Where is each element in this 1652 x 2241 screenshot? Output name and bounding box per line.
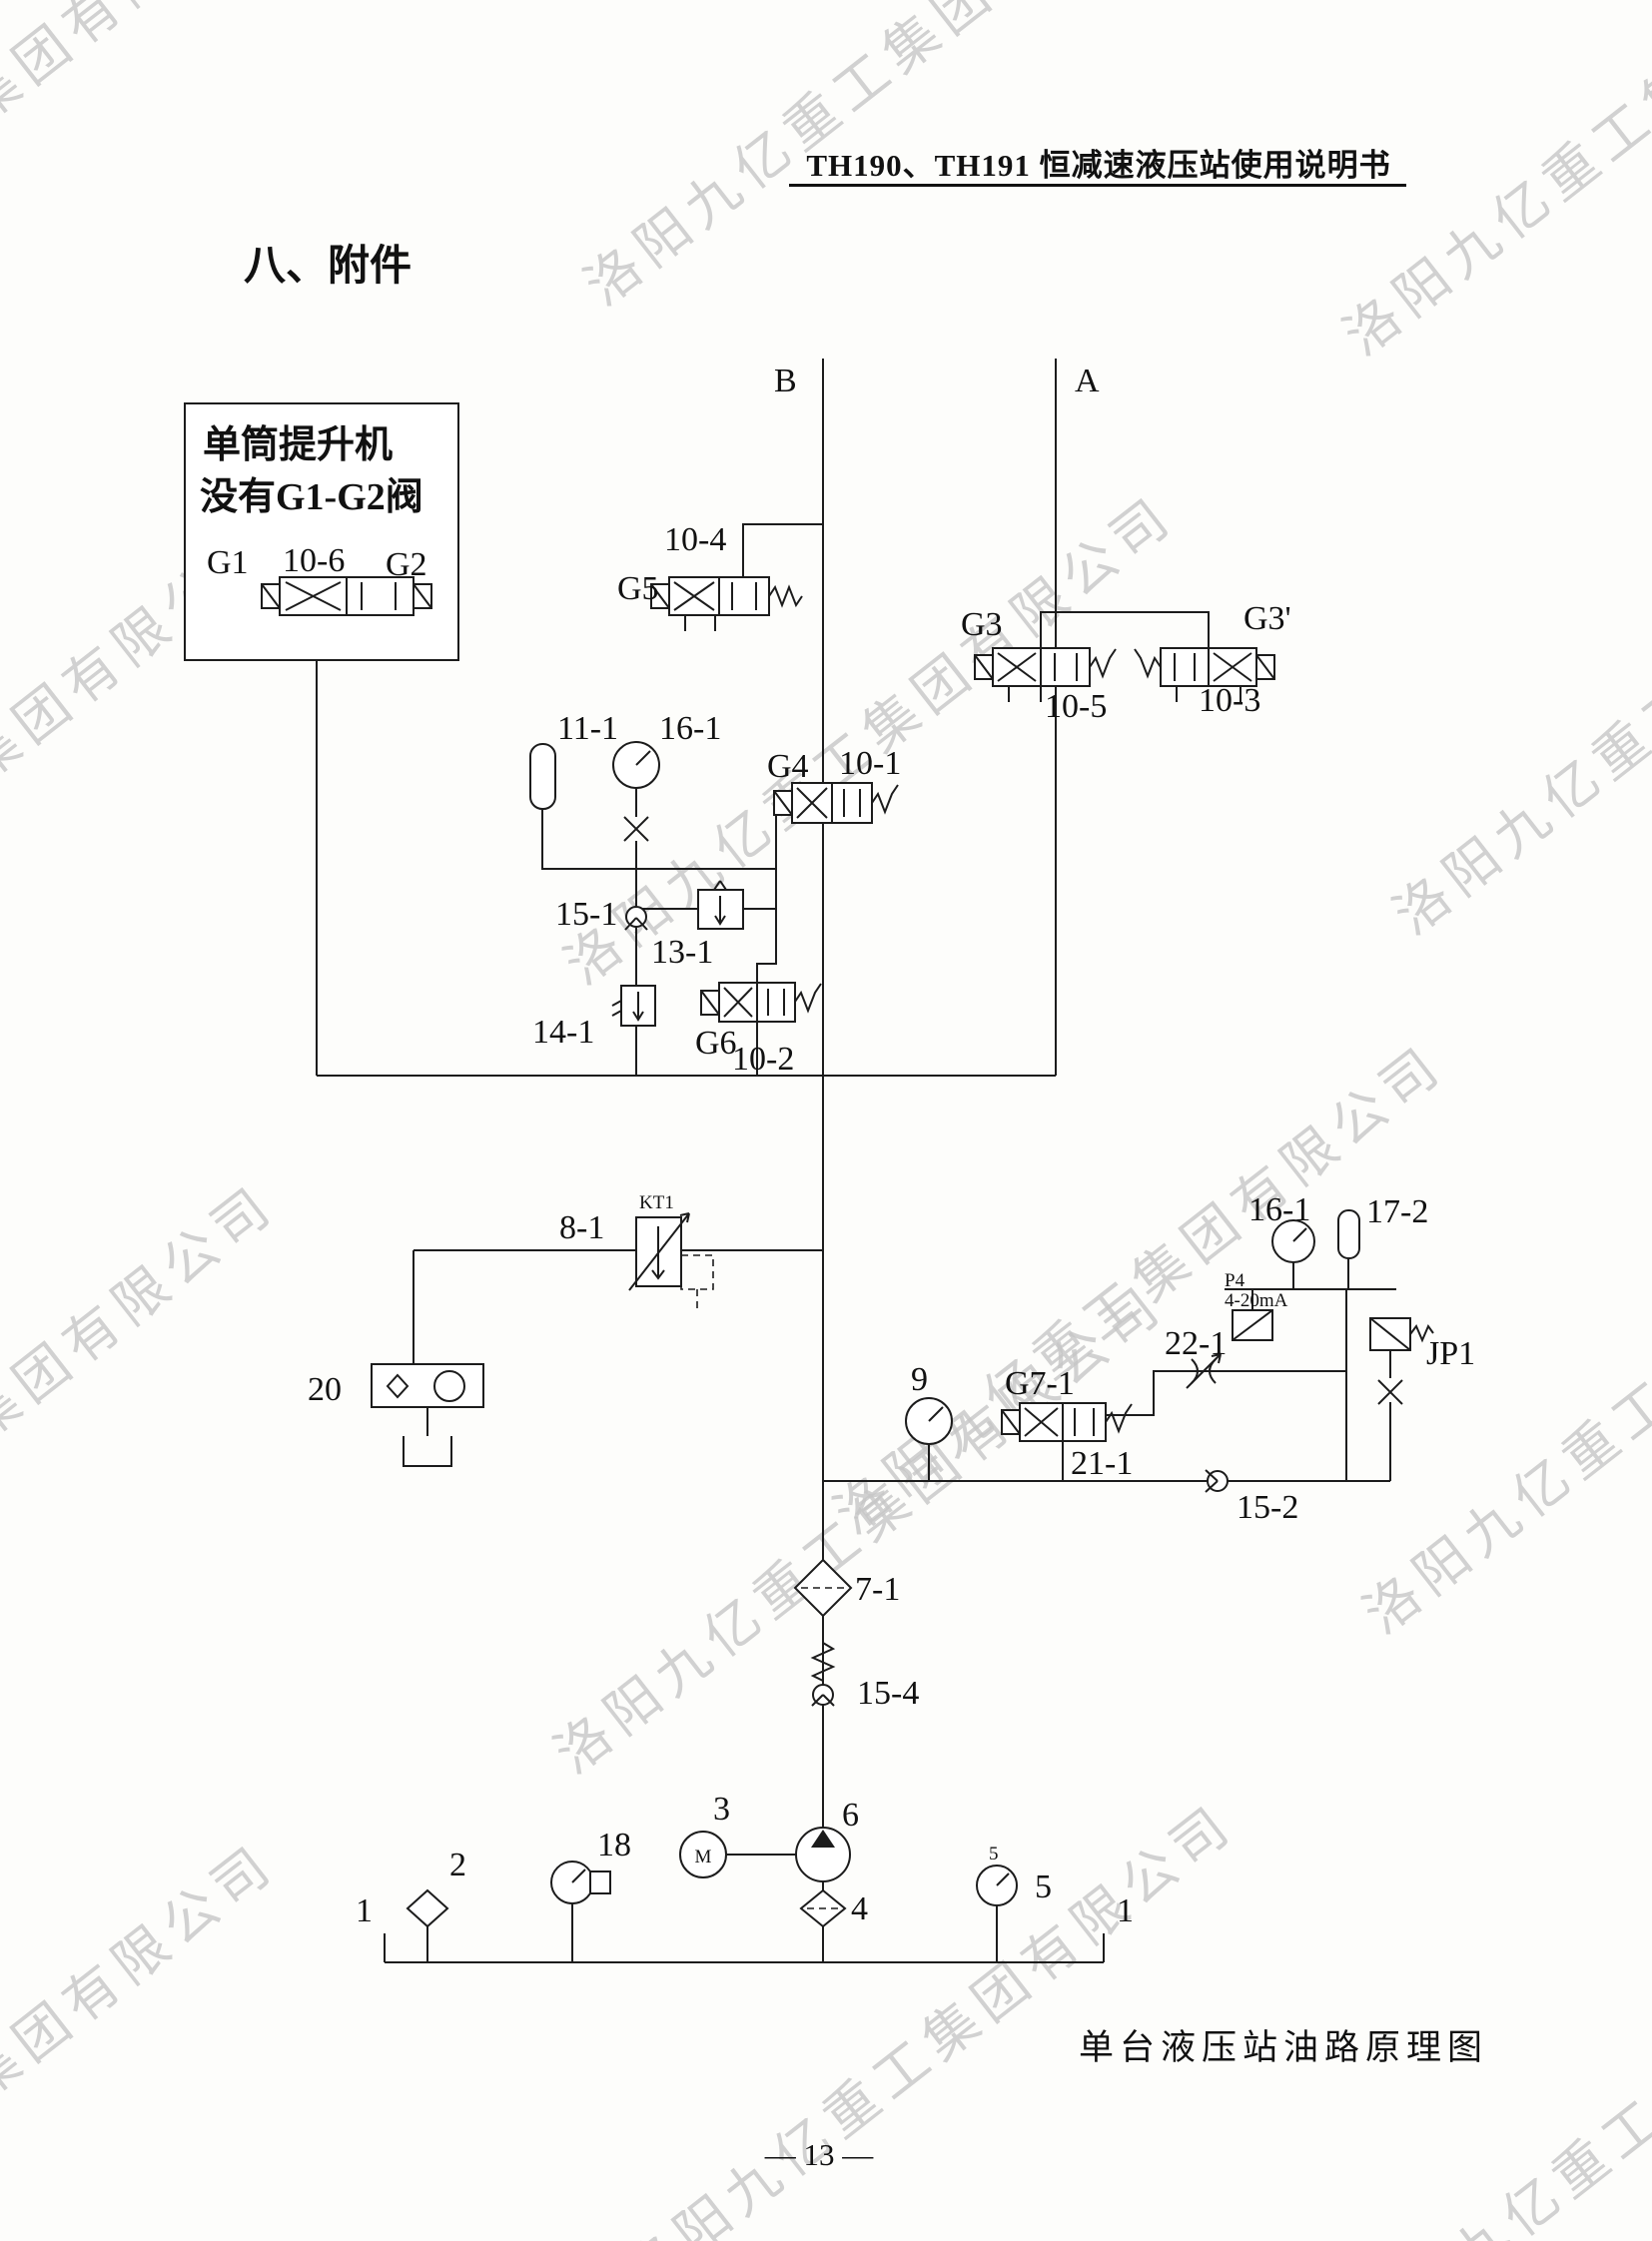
label-6: 6 [842, 1797, 859, 1834]
throttle-22-1 [1186, 1353, 1222, 1389]
label-p4: P4 [1225, 1270, 1245, 1291]
section-title: 八、附件 [244, 242, 413, 289]
level-gauge-18 [550, 1861, 611, 1904]
gauge-9 [905, 1397, 953, 1445]
gauge-16-1a [612, 741, 660, 842]
valve-jp1 [1369, 1317, 1434, 1405]
valve-g4 [773, 782, 899, 824]
breather-2 [406, 1888, 449, 1928]
label-17-2: 17-2 [1366, 1193, 1428, 1230]
accumulator-11-1 [529, 743, 556, 810]
valve-g7-1 [1001, 1402, 1133, 1442]
label-14-1: 14-1 [532, 1014, 594, 1051]
check-valve-15-1 [624, 906, 648, 931]
label-10-4: 10-4 [664, 521, 726, 558]
label-10-5: 10-5 [1045, 688, 1107, 725]
label-kt1: KT1 [639, 1192, 674, 1213]
valve-10-6 [261, 576, 432, 616]
label-5-small: 5 [989, 1844, 999, 1865]
label-11-1: 11-1 [557, 710, 618, 747]
diagram-labels: B A G5 10-4 G3 10-5 G3' 10-3 11-1 16-1 G… [308, 363, 1475, 1929]
label-g7-1: G7-1 [1005, 1365, 1075, 1402]
label-18: 18 [597, 1827, 631, 1864]
label-g3-prime: G3' [1243, 600, 1291, 637]
label-1-right: 1 [1117, 1892, 1134, 1929]
header-rule [789, 184, 1406, 187]
label-10-3: 10-3 [1199, 682, 1260, 719]
label-port-a: A [1075, 363, 1100, 399]
label-port-b: B [774, 363, 797, 399]
valve-g5 [650, 576, 803, 616]
label-4: 4 [851, 1890, 868, 1927]
label-1-left: 1 [356, 1892, 373, 1929]
label-10-6: 10-6 [283, 542, 345, 579]
label-22-1: 22-1 [1165, 1325, 1227, 1362]
figure-caption: 单台液压站油路原理图 [1078, 2028, 1488, 2067]
label-g4: G4 [767, 748, 809, 785]
motor-m-letter: M [695, 1847, 712, 1868]
check-valve-15-4 [810, 1642, 836, 1707]
label-g1: G1 [207, 544, 249, 581]
label-20: 20 [308, 1371, 342, 1408]
label-g6: G6 [695, 1025, 737, 1062]
filter-4 [799, 1888, 847, 1928]
note-line-1: 单筒提升机 [203, 424, 393, 466]
label-10-1: 10-1 [839, 745, 901, 782]
label-5: 5 [1035, 1868, 1052, 1905]
valve-g6 [700, 982, 822, 1023]
label-3: 3 [713, 1791, 730, 1828]
accumulator-17-2 [1337, 1209, 1360, 1259]
label-8-1: 8-1 [559, 1209, 604, 1246]
filter-7-1 [793, 1558, 853, 1618]
check-valve-15-2 [1205, 1469, 1229, 1493]
label-4-20ma: 4-20mA [1225, 1290, 1288, 1311]
note-box: 单筒提升机 没有G1-G2阀 G1 10-6 G2 [184, 402, 459, 661]
label-2: 2 [449, 1847, 466, 1883]
motor-3: M [679, 1831, 727, 1878]
label-7-1: 7-1 [855, 1571, 900, 1608]
label-16-1b: 16-1 [1248, 1191, 1310, 1228]
note-line-2: 没有G1-G2阀 [200, 476, 423, 518]
label-13-1: 13-1 [651, 934, 713, 971]
page-number: — 13 — [764, 2137, 874, 2172]
valve-14-1 [611, 985, 656, 1027]
pump-6 [795, 1827, 851, 1882]
label-g3: G3 [961, 606, 1003, 643]
valve-8-1 [628, 1212, 714, 1310]
thermometer-5 [976, 1865, 1018, 1906]
valve-13-1 [697, 880, 744, 930]
header-title: TH190、TH191 恒减速液压站使用说明书 [806, 148, 1391, 183]
label-10-2: 10-2 [732, 1041, 794, 1078]
valve-g3 [974, 647, 1117, 687]
label-15-1: 15-1 [555, 896, 617, 933]
label-jp1: JP1 [1426, 1335, 1475, 1372]
label-16-1a: 16-1 [659, 710, 721, 747]
pressure-sensor-p4 [1232, 1309, 1273, 1341]
label-9: 9 [911, 1361, 928, 1398]
label-15-4: 15-4 [857, 1675, 919, 1712]
label-g5: G5 [617, 570, 659, 607]
pipe-lines [316, 359, 1396, 1963]
circulation-unit-20 [371, 1363, 484, 1408]
gauge-16-1b [1271, 1219, 1315, 1263]
label-21-1: 21-1 [1071, 1445, 1133, 1482]
valve-g3-prime [1134, 647, 1275, 687]
label-15-2: 15-2 [1237, 1489, 1298, 1526]
